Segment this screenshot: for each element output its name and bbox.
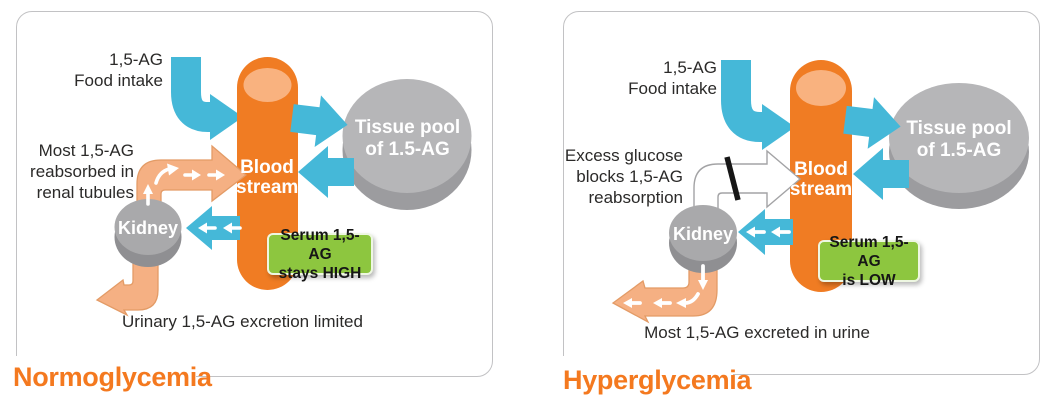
food-intake-arrow — [171, 57, 210, 132]
food-intake-line1: 1,5-AG — [109, 50, 163, 69]
frame-mask — [0, 356, 196, 398]
side-note-line2: blocks 1,5-AG — [576, 167, 683, 186]
bottom-note: Most 1,5-AG excreted in urine — [644, 323, 870, 342]
diagram-art — [95, 57, 472, 317]
from-tissue-arrow — [853, 148, 909, 200]
panel-title: Hyperglycemia — [563, 365, 752, 395]
food-intake-arrow — [721, 60, 762, 142]
side-note-line2: reabsorbed in — [30, 162, 134, 181]
panel-normoglycemia: 1,5-AG Food intake Most 1,5-AG reabsorbe… — [0, 11, 493, 398]
flow-chevrons — [146, 167, 242, 230]
serum-status-badge: Serum 1,5-AG stays HIGH — [267, 227, 373, 282]
side-note-line3: reabsorption — [588, 188, 683, 207]
food-intake-arrowhead — [210, 94, 243, 140]
flow-chevrons — [630, 230, 791, 305]
panel-title: Normoglycemia — [13, 362, 212, 392]
cylinder-top-ellipse — [243, 68, 292, 102]
serum-status-line2: is LOW — [842, 271, 896, 289]
panel-hyperglycemia: 1,5-AG Food intake Excess glucose blocks… — [527, 0, 1054, 405]
side-note-line1: Most 1,5-AG — [38, 141, 134, 160]
cylinder-top-ellipse — [796, 70, 846, 106]
serum-status-badge: Serum 1,5-AG is LOW — [818, 234, 920, 289]
tissue-pool-line2: of 1.5-AG — [365, 139, 450, 160]
bloodstream-label: Blood stream — [236, 158, 298, 198]
bloodstream-line2: stream — [236, 177, 299, 198]
food-intake-label: 1,5-AG Food intake — [74, 49, 163, 91]
food-intake-line2: Food intake — [628, 79, 717, 98]
tissue-pool-line1: Tissue pool — [354, 117, 461, 138]
flow-chevron-heads — [623, 226, 780, 308]
food-intake-label: 1,5-AG Food intake — [628, 57, 717, 99]
to-tissue-arrow — [843, 97, 901, 149]
bloodstream-label: Blood stream — [789, 160, 853, 200]
kidney — [114, 199, 182, 255]
frame-mask — [547, 356, 733, 398]
serum-status-line1: Serum 1,5-AG — [280, 226, 360, 263]
kidney-label: Kidney — [672, 224, 733, 244]
blocked-reabsorption-arrow — [693, 149, 802, 211]
bottom-note: Urinary 1,5-AG excretion limited — [122, 312, 363, 331]
excretion-arrow — [95, 251, 159, 317]
tissue-pool — [889, 83, 1029, 193]
tissue-pool-line1: Tissue pool — [906, 118, 1012, 139]
panel-frame — [563, 11, 1040, 375]
tissue-pool-label: Tissue pool of 1.5-AG — [894, 118, 1024, 162]
tissue-pool-line2: of 1.5-AG — [916, 140, 1002, 161]
diagram-art — [611, 60, 1029, 324]
side-note: Excess glucose blocks 1,5-AG reabsorptio… — [565, 145, 683, 208]
to-tissue-arrow — [290, 95, 348, 147]
panel-frame — [16, 11, 493, 377]
side-note-line3: renal tubules — [36, 183, 134, 202]
tissue-pool-label: Tissue pool of 1.5-AG — [343, 117, 472, 161]
side-note: Most 1,5-AG reabsorbed in renal tubules — [30, 140, 134, 203]
bloodstream-line1: Blood — [794, 159, 848, 180]
bloodstream-cylinder — [237, 57, 298, 290]
food-intake-line2: Food intake — [74, 71, 163, 90]
bloodstream-line2: stream — [789, 179, 853, 200]
serum-status-line2: stays HIGH — [278, 264, 362, 282]
side-note-line1: Excess glucose — [564, 146, 683, 165]
kidney-label: Kidney — [117, 218, 178, 238]
bloodstream-cylinder — [790, 60, 852, 292]
kidney — [669, 205, 737, 261]
from-tissue-arrow — [298, 146, 354, 198]
bloodstream-line1: Blood — [240, 157, 294, 178]
food-intake-arrowhead — [762, 104, 795, 150]
tissue-pool — [342, 79, 472, 193]
food-intake-line1: 1,5-AG — [663, 58, 717, 77]
serum-status-line1: Serum 1,5-AG — [829, 233, 909, 270]
block-slash — [724, 156, 741, 201]
flow-chevron-heads — [143, 163, 232, 234]
